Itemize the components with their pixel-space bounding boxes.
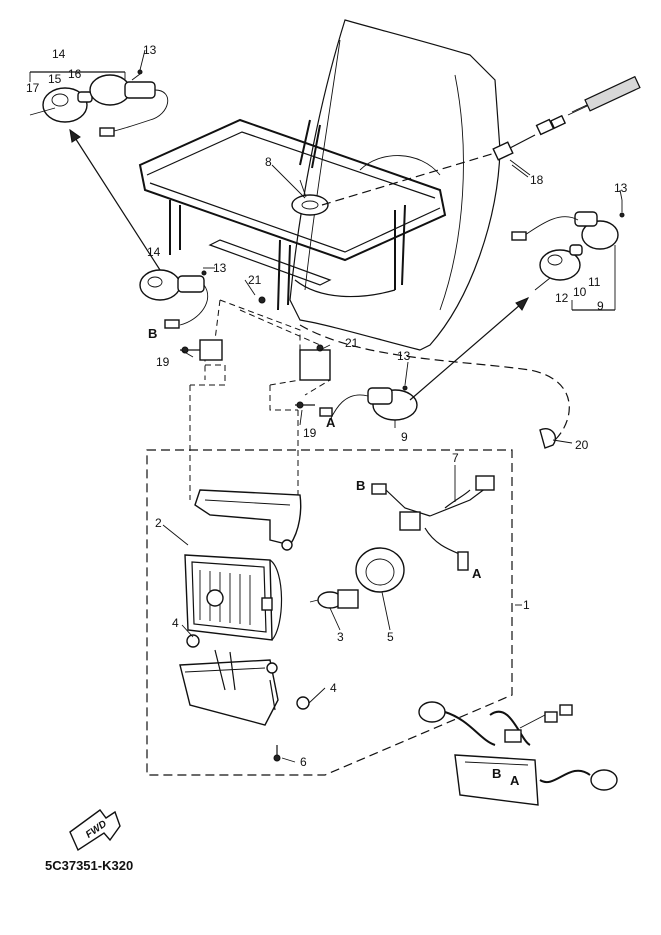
callout-13-right: 13 <box>614 181 628 195</box>
part-7-harness <box>371 475 495 571</box>
part-20-clamp <box>539 428 557 449</box>
callout-9-low: 9 <box>401 430 408 444</box>
callout-16: 16 <box>68 67 82 81</box>
turn-signal-right-exploded <box>511 200 625 311</box>
connector-a-assembled: A <box>510 773 520 788</box>
part-18-connector <box>492 75 641 176</box>
callout-numbers: 14 13 15 16 17 8 18 13 14 13 21 10 11 12… <box>26 43 628 769</box>
part-6-screw <box>273 745 281 762</box>
diagram-part-code: 5C37351-K320 <box>45 858 133 873</box>
turn-signal-left-mounted <box>139 269 209 329</box>
callout-3: 3 <box>337 630 344 644</box>
callout-21-mid: 21 <box>345 336 359 350</box>
turn-signal-left-exploded <box>29 69 169 137</box>
guide-line-stub-right <box>269 385 298 411</box>
turn-signal-right-mounted <box>319 385 418 421</box>
headlight-lower-case <box>179 634 310 726</box>
connector-letters: B A B A B A <box>148 326 520 788</box>
callout-18: 18 <box>530 173 544 187</box>
callout-14-top: 14 <box>52 47 66 61</box>
callout-9-right: 9 <box>597 299 604 313</box>
callout-13-mid: 13 <box>213 261 227 275</box>
connector-a-mid: A <box>326 415 336 430</box>
callout-6: 6 <box>300 755 307 769</box>
harness-route-lower <box>299 324 570 441</box>
callout-21-top: 21 <box>248 273 262 287</box>
connector-a-harness: A <box>472 566 482 581</box>
connector-b-harness: B <box>356 478 365 493</box>
fwd-arrow: FWD <box>69 809 121 852</box>
connector-b-assembled: B <box>492 766 501 781</box>
callout-4-right: 4 <box>330 681 337 695</box>
callout-1: 1 <box>523 598 530 612</box>
callout-19-left: 19 <box>156 355 170 369</box>
connector-b-left: B <box>148 326 157 341</box>
assembled-view <box>418 701 618 806</box>
callout-13-low: 13 <box>397 349 411 363</box>
part-8-grommet <box>291 179 329 216</box>
part-3-bulb <box>309 589 359 609</box>
callout-11: 11 <box>588 275 601 289</box>
headlight-unit <box>184 554 283 641</box>
callout-20: 20 <box>575 438 589 452</box>
callout-17: 17 <box>26 81 40 95</box>
callout-8: 8 <box>265 155 272 169</box>
callout-12: 12 <box>555 291 569 305</box>
callout-2: 2 <box>155 516 162 530</box>
harness-route-upper <box>321 149 506 206</box>
mount-brackets <box>199 296 331 396</box>
callout-4-left: 4 <box>172 616 179 630</box>
front-rack <box>138 118 447 311</box>
windshield <box>289 19 501 351</box>
leader-lines <box>139 49 623 763</box>
callout-14-mid: 14 <box>147 245 161 259</box>
arrows <box>69 128 530 401</box>
part-5-bulb-cover <box>355 547 405 593</box>
guide-line-stub-left <box>190 364 226 386</box>
callout-19-right: 19 <box>303 426 317 440</box>
callout-7: 7 <box>452 451 459 465</box>
callout-15: 15 <box>48 72 62 86</box>
part-2-headlight-housing <box>194 489 302 551</box>
callout-5: 5 <box>387 630 394 644</box>
callout-13-topleft: 13 <box>143 43 157 57</box>
callout-10: 10 <box>573 285 587 299</box>
